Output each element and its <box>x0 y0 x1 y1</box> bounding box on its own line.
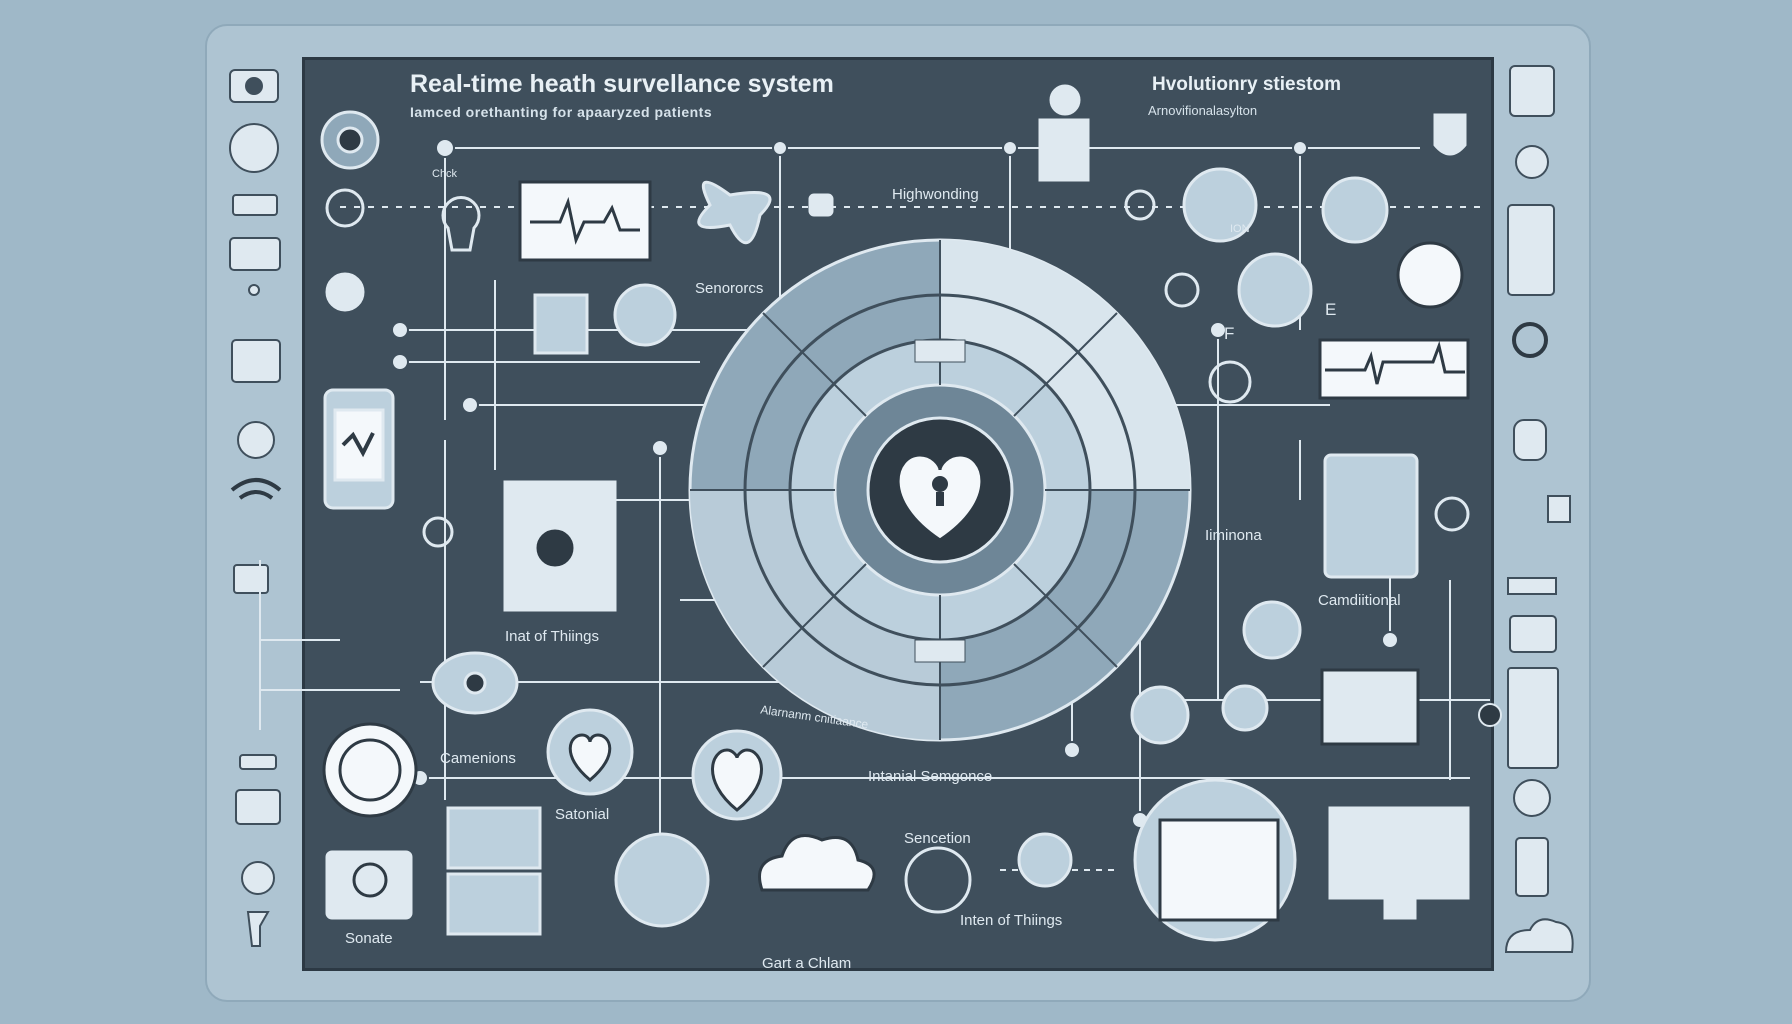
camditional-label: Camdiitional <box>1318 592 1401 609</box>
chat-icon <box>1130 685 1190 745</box>
list-right-icon <box>1507 667 1559 769</box>
chck-label: Chck <box>432 168 458 180</box>
key-icon <box>1396 241 1464 309</box>
wifi-node-icon <box>1124 189 1156 221</box>
lightbulb-panel-icon <box>1323 453 1419 579</box>
sensor-icon <box>231 339 281 383</box>
cloud-right-icon <box>1504 918 1574 953</box>
pin-icon <box>1321 176 1389 244</box>
e-box-icon <box>1547 495 1571 523</box>
shield-monitor-icon <box>325 850 413 920</box>
sensor-right-icon <box>1513 419 1547 461</box>
serception-label: Sencetion <box>904 830 971 847</box>
gear-right-icon <box>1513 779 1551 817</box>
power-icon <box>1208 360 1252 404</box>
gear-small-icon <box>241 861 275 895</box>
wrench-icon <box>246 911 270 947</box>
node-icon <box>248 284 260 296</box>
virus-icon <box>904 846 972 914</box>
puzzle-icon <box>533 293 589 355</box>
sensorcs-label: Senororcs <box>695 280 764 297</box>
cog-node-icon <box>1237 252 1313 328</box>
lock-icon <box>808 193 834 217</box>
wifi-icon <box>230 478 282 500</box>
device-right-icon <box>1509 65 1555 117</box>
wifi-small-icon <box>1164 272 1200 308</box>
gear-node-icon <box>1017 832 1073 888</box>
clock-icon <box>322 722 418 818</box>
video-monitor-icon <box>1320 668 1420 746</box>
gart-cham-label: Gart a Chlam <box>762 955 852 972</box>
highwonding-label: Highwonding <box>892 186 979 203</box>
device-icon <box>229 237 281 271</box>
map-monitor-icon <box>1328 806 1470 900</box>
gear-panel-icon <box>1434 496 1470 532</box>
intanial-label: Intanial Semgonce <box>868 768 993 785</box>
letter-e-label: E <box>1325 300 1337 319</box>
drop-icon <box>613 283 677 347</box>
plug-right-icon <box>1507 204 1555 296</box>
cloud-node-icon <box>325 272 365 312</box>
iot-left-label: Inat of Thiings <box>505 628 599 645</box>
diagram-title: Real-time heath survellance system <box>410 70 834 98</box>
small-camera-icon <box>422 516 454 548</box>
camerions-label: Camenions <box>440 750 516 767</box>
sonate-label: Sonate <box>345 930 393 947</box>
flower-icon <box>697 180 772 245</box>
bulb-icon <box>441 196 481 252</box>
gear-cluster-icon <box>1242 600 1302 660</box>
ion-label: ION <box>1230 223 1250 235</box>
diagram-subtitle: Iamced orethanting for apaaryzed patient… <box>410 104 713 120</box>
monitor-icon <box>235 789 281 825</box>
right-subtitle: Arnovifionalasylton <box>1148 103 1258 118</box>
shield-icon <box>1433 113 1467 156</box>
gear-icon <box>237 421 275 459</box>
iominona-label: Iiminona <box>1205 527 1262 544</box>
patient-icon <box>1049 84 1081 116</box>
user-icon <box>229 123 279 173</box>
person-circle-icon <box>614 832 710 928</box>
iot-bottom-label: Inten of Thiings <box>960 912 1063 929</box>
user-pin-icon <box>1221 684 1269 732</box>
document-icon <box>446 806 542 870</box>
people-icon <box>1182 167 1258 243</box>
connector-icon <box>239 754 277 770</box>
phone-right-icon <box>1515 837 1549 897</box>
letter-f-label: F <box>1224 324 1235 343</box>
satorial-label: Satonial <box>555 806 610 823</box>
right-title: Hvolutionry stiestom <box>1152 74 1341 95</box>
cloud-icon <box>758 834 876 892</box>
eye-node-icon <box>325 188 365 228</box>
battery-icon <box>232 194 278 216</box>
